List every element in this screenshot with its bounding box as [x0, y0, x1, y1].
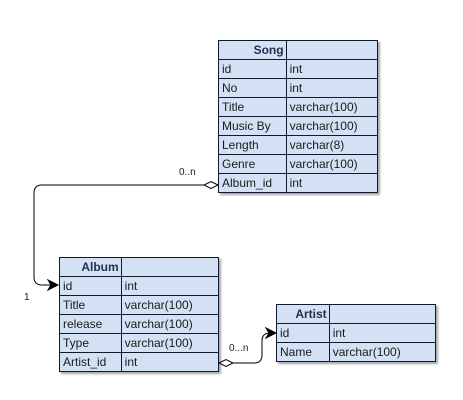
field-type: varchar(100): [328, 342, 437, 362]
album-artist-connector[interactable]: [233, 332, 271, 364]
arrowhead-icon: [264, 326, 278, 340]
field-name: Name: [276, 342, 330, 362]
multiplicity-label-song-album-one: 1: [24, 292, 30, 303]
diamond-icon: [217, 358, 235, 368]
multiplicity-label-song-album-many: 0..n: [179, 167, 196, 178]
diamond-icon: [202, 180, 220, 190]
field-type: int: [328, 323, 437, 343]
field-type: varchar(100): [285, 116, 379, 136]
field-name: Type: [59, 333, 122, 353]
arrowhead-icon: [46, 278, 60, 292]
field-name: Genre: [218, 154, 287, 174]
album-table-title: Album: [59, 257, 122, 277]
field-type: varchar(100): [285, 154, 379, 174]
field-name: Title: [59, 295, 122, 315]
field-type: int: [120, 276, 220, 296]
multiplicity-label-album-artist-many: 0...n: [229, 343, 249, 354]
field-type: varchar(100): [120, 295, 220, 315]
field-type: int: [285, 173, 379, 193]
field-name: Artist_id: [59, 352, 122, 372]
song-album-connector[interactable]: [33, 184, 204, 286]
field-type: int: [120, 352, 220, 372]
artist-table-header: Artist: [276, 304, 437, 324]
field-name: Album_id: [218, 173, 287, 193]
field-name: No: [218, 78, 287, 98]
